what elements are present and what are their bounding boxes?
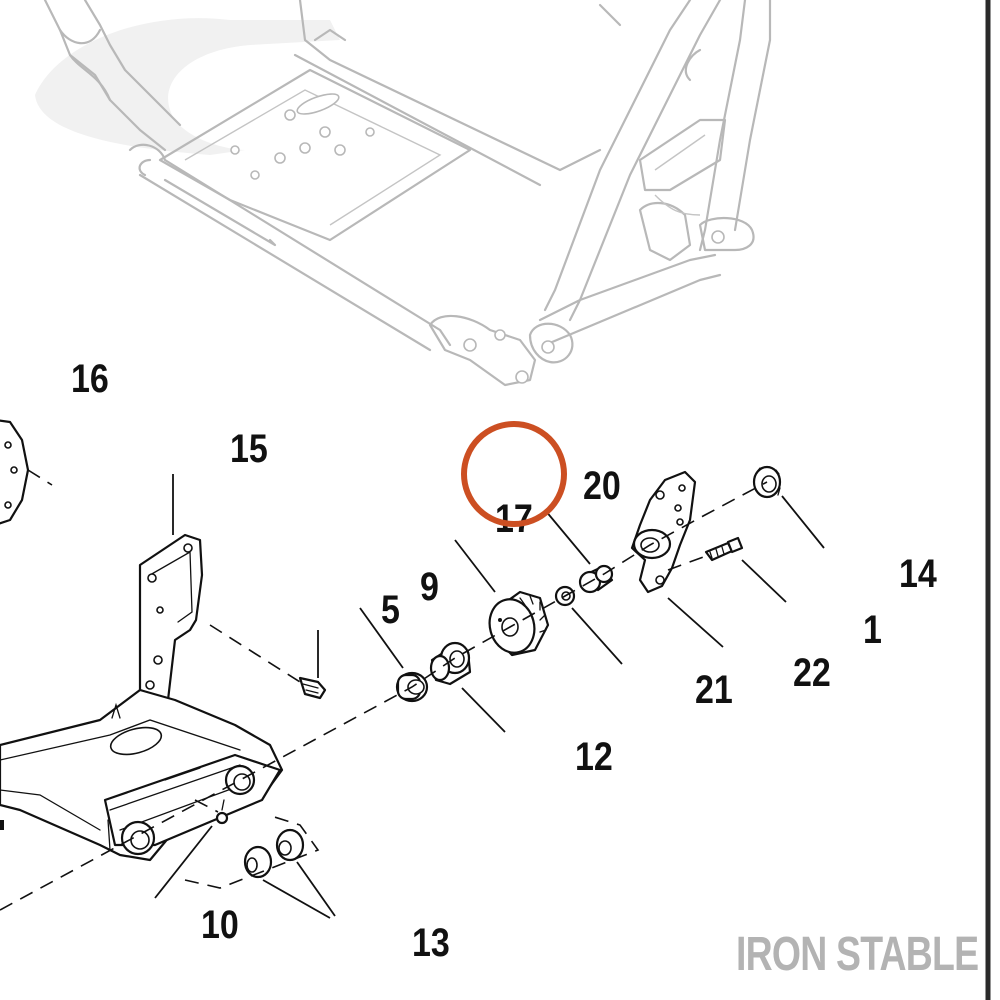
part-10-fitting (194, 799, 229, 825)
leader-lines (154, 474, 825, 919)
callout-16: 16 (71, 355, 109, 400)
part-1-bolt (704, 536, 744, 562)
part-13-bushings (184, 814, 320, 889)
axis-line-main (0, 481, 768, 911)
part-20-spacer (578, 564, 614, 594)
callout-14: 14 (899, 550, 937, 595)
callout-20: 20 (583, 462, 621, 507)
frame-context-drawing (43, 0, 772, 387)
callout-17: 17 (495, 495, 533, 540)
exploded-assembly (0, 419, 782, 911)
callout-21: 21 (695, 666, 733, 711)
part-22-mount (630, 470, 697, 594)
part-16-plate (0, 419, 53, 525)
callout-12: 12 (575, 733, 613, 778)
callout-15: 15 (230, 425, 268, 470)
axis-line-bolt (209, 624, 301, 683)
watermark-text: IRON STABLE (736, 928, 978, 982)
callout-13: 13 (412, 919, 450, 964)
part-12-bushing (429, 641, 472, 686)
part-17-adjuster (488, 590, 550, 657)
callout-22: 22 (793, 649, 831, 694)
background-watermark-shape (35, 18, 340, 155)
callout-5: 5 (381, 586, 400, 631)
part-5-bolt (298, 676, 327, 700)
callout-9: 9 (420, 563, 439, 608)
callout-1: 1 (863, 606, 882, 651)
callout-10: 10 (201, 901, 239, 946)
axis-line-bolt-1 (667, 555, 707, 571)
highlight-ring (461, 421, 567, 527)
part-15-swingarm-assembly (0, 533, 284, 862)
